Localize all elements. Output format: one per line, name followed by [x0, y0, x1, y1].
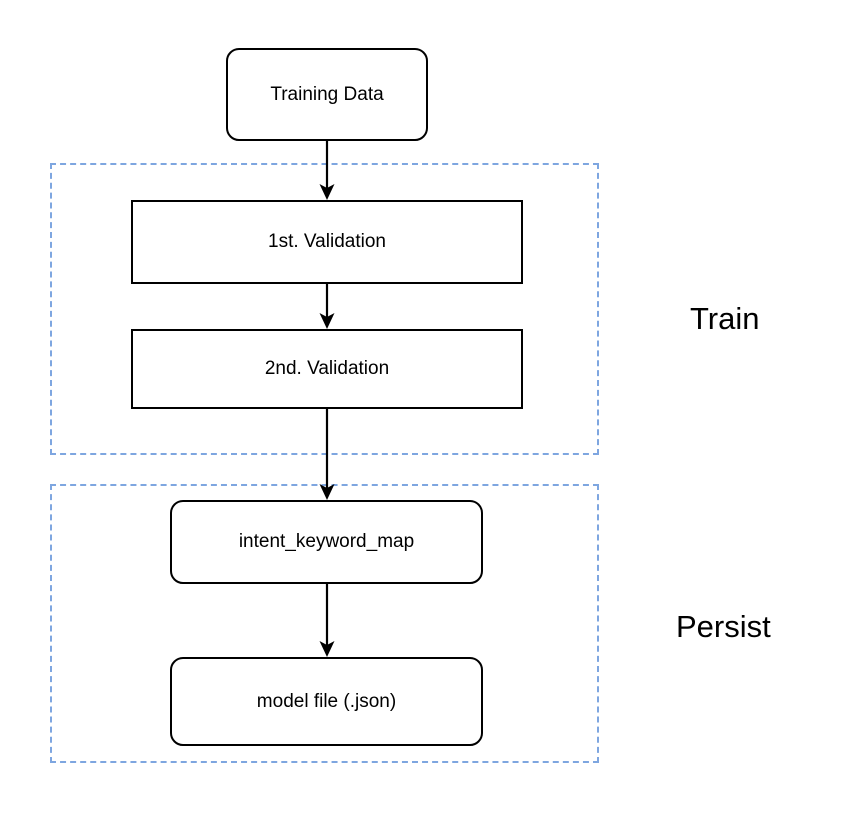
node-intent-keyword-map[interactable]: intent_keyword_map [170, 500, 483, 584]
node-second-validation[interactable]: 2nd. Validation [131, 329, 523, 409]
group-label-persist: Persist [676, 609, 771, 644]
node-first-validation[interactable]: 1st. Validation [131, 200, 523, 284]
node-training-data[interactable]: Training Data [226, 48, 428, 141]
group-label-train: Train [690, 301, 760, 336]
node-model-file[interactable]: model file (.json) [170, 657, 483, 746]
group-train [50, 163, 599, 455]
